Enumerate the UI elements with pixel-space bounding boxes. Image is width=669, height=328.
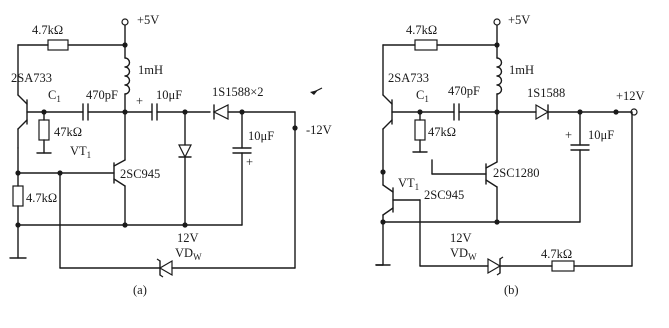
b-q3-label: 2SC1280: [493, 166, 540, 180]
a-supply-label: +5V: [137, 13, 159, 27]
b-r-top-label: 4.7kΩ: [406, 23, 437, 37]
b-zener-voltage: 12V: [450, 231, 472, 245]
b-diode-label: 1S1588: [527, 86, 565, 100]
b-q1-transistor: 2SA733: [382, 71, 429, 173]
a-q1-label: 2SA733: [11, 71, 52, 85]
a-zener-voltage: 12V: [177, 231, 199, 245]
a-r-bottom-label: 4.7kΩ: [26, 191, 57, 205]
a-inductor: 1mH: [122, 44, 163, 115]
b-inductor-label: 1mH: [509, 63, 534, 77]
b-q3-transistor: 2SC1280: [431, 111, 540, 223]
a-c3-label: 10μF: [248, 129, 274, 143]
a-q2-transistor: 2SC945: [57, 111, 160, 226]
b-output-label: +12V: [616, 89, 645, 103]
b-q1-label: 2SA733: [388, 71, 429, 85]
b-c1-capacitor: C1 470pF: [416, 84, 498, 121]
b-c1-name: C1: [416, 88, 429, 104]
a-c2-label: 10μF: [156, 88, 182, 102]
b-c2-plus: +: [565, 128, 572, 142]
a-c2-plus: +: [136, 94, 143, 108]
a-supply-terminal: +5V: [121, 13, 159, 46]
b-q2-label: 2SC945: [424, 188, 464, 202]
b-r-base: 47kΩ: [412, 111, 456, 153]
b-zener-name: VDW: [450, 246, 477, 262]
circuit-b: +5V 4.7kΩ 1mH 2SA733: [375, 13, 645, 297]
a-c1-value: 470pF: [86, 88, 118, 102]
b-r-feedback: 4.7kΩ: [541, 111, 633, 272]
b-output-terminal: +12V: [616, 89, 645, 116]
a-top-resistor: 4.7kΩ: [17, 23, 128, 96]
b-inductor: 1mH: [494, 44, 534, 115]
b-series-diode: 1S1588: [496, 86, 633, 121]
a-c3-capacitor: 10μF +: [232, 111, 274, 226]
a-c2-capacitor: + 10μF: [124, 88, 211, 121]
a-zener-name: VDW: [175, 246, 202, 262]
b-c1-value: 470pF: [448, 84, 480, 98]
b-top-resistor: 4.7kΩ: [382, 23, 500, 96]
b-q2-transistor: VT1 2SC945: [375, 159, 464, 266]
b-supply-terminal: +5V: [493, 13, 530, 46]
a-shunt-diode: [178, 111, 192, 226]
a-r-base-label: 47kΩ: [54, 125, 82, 139]
a-ground-rail: [9, 222, 243, 259]
a-q2-label: 2SC945: [120, 167, 160, 181]
a-r-bottom: 4.7kΩ: [12, 147, 61, 226]
a-inductor-label: 1mH: [138, 63, 163, 77]
a-caption: (a): [133, 283, 147, 297]
a-output-label: -12V: [306, 123, 332, 137]
a-r-top-label: 4.7kΩ: [32, 23, 63, 37]
a-zener-diode: 12V VDW: [59, 172, 296, 278]
a-c3-plus: +: [246, 155, 253, 169]
a-output-terminal: -12V: [292, 111, 332, 269]
a-c1-name: C1: [48, 88, 61, 104]
b-zener-diode: 12V VDW: [419, 199, 553, 276]
b-caption: (b): [504, 283, 519, 297]
a-r-base: 47kΩ: [36, 111, 82, 154]
b-c2-label: 10μF: [588, 128, 614, 142]
b-vt-label: VT1: [398, 176, 419, 192]
b-ground-rail: [380, 219, 581, 225]
a-vt-label: VT1: [70, 144, 91, 160]
a-diodes-label: 1S1588×2: [212, 85, 264, 99]
b-r-base-label: 47kΩ: [428, 125, 456, 139]
b-supply-label: +5V: [508, 13, 530, 27]
a-series-diode: 1S1588×2: [212, 85, 323, 120]
a-c1-capacitor: C1 470pF: [41, 88, 126, 121]
circuit-a: +5V 4.7kΩ 1mH 2SA733: [9, 13, 332, 297]
b-r-feedback-label: 4.7kΩ: [541, 247, 572, 261]
a-q1-transistor: 2SA733: [11, 71, 52, 149]
b-c2-capacitor: 10μF +: [565, 111, 614, 223]
